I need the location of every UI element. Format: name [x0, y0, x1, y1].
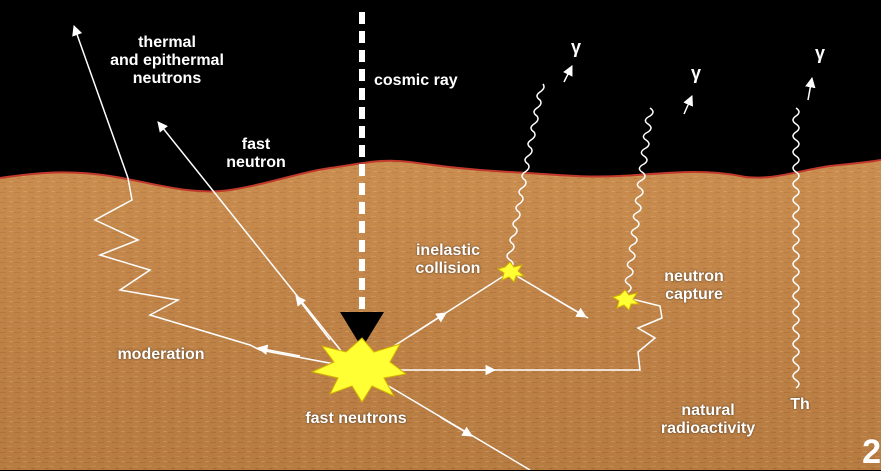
slide-number: 2 [862, 434, 881, 470]
inelastic-collision-label: inelastic collision [398, 242, 498, 278]
gamma-label-2: γ [686, 64, 706, 82]
gamma-label-1: γ [566, 38, 586, 56]
moderation-label: moderation [96, 346, 226, 364]
cosmic-ray-label: cosmic ray [374, 72, 458, 90]
natural-radioactivity-label: natural radioactivity [638, 402, 778, 438]
thorium-label: Th [780, 396, 820, 414]
thermal-neutrons-label: thermal and epithermal neutrons [92, 34, 242, 88]
fast-neutron-label: fast neutron [216, 136, 296, 172]
neutron-capture-label: neutron capture [644, 268, 744, 304]
gamma-label-3: γ [810, 44, 830, 62]
fast-neutrons-label: fast neutrons [286, 410, 426, 428]
